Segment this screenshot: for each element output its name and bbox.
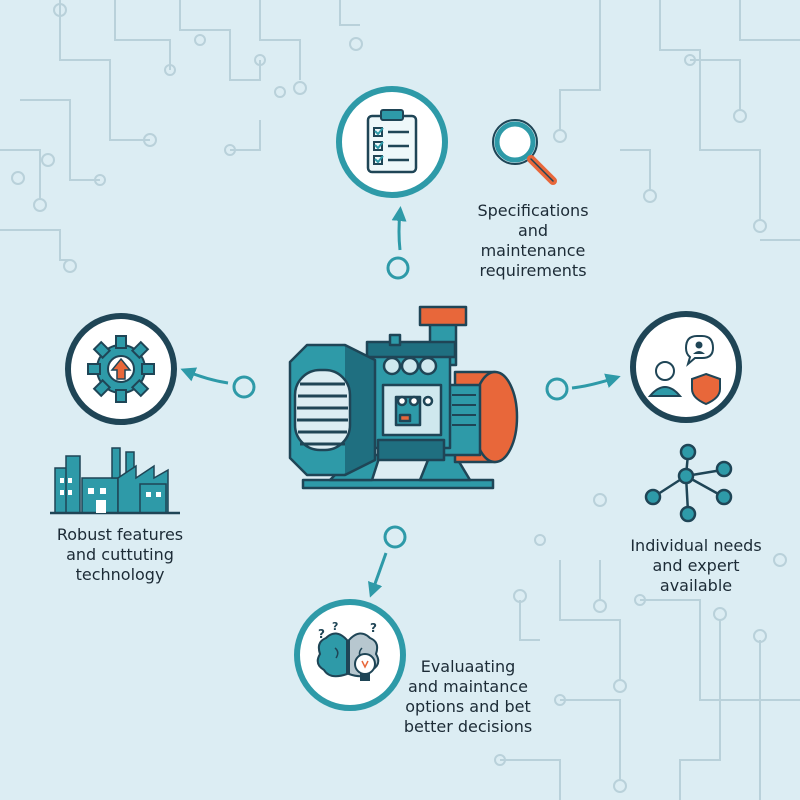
label-specifications: Specifications and maintenance requireme… bbox=[477, 201, 589, 280]
clipboard-checklist-icon bbox=[366, 109, 418, 174]
svg-text:?: ? bbox=[370, 621, 377, 635]
network-hub-icon bbox=[644, 443, 733, 523]
svg-text:?: ? bbox=[318, 627, 325, 641]
label-evaluating: Evaluaating and maintance options and be… bbox=[403, 657, 533, 736]
factory-skyline-icon bbox=[50, 447, 180, 515]
expert-consultation-icon bbox=[647, 335, 721, 406]
label-robust-features: Robust features and cuttuting technology bbox=[56, 525, 184, 584]
gear-upgrade-icon bbox=[87, 335, 155, 403]
brain-lightbulb-icon: ? ? ? bbox=[316, 620, 380, 681]
label-individual-needs: Individual needs and expert available bbox=[630, 536, 762, 595]
svg-text:?: ? bbox=[332, 620, 338, 633]
magnifier-icon bbox=[492, 119, 557, 185]
